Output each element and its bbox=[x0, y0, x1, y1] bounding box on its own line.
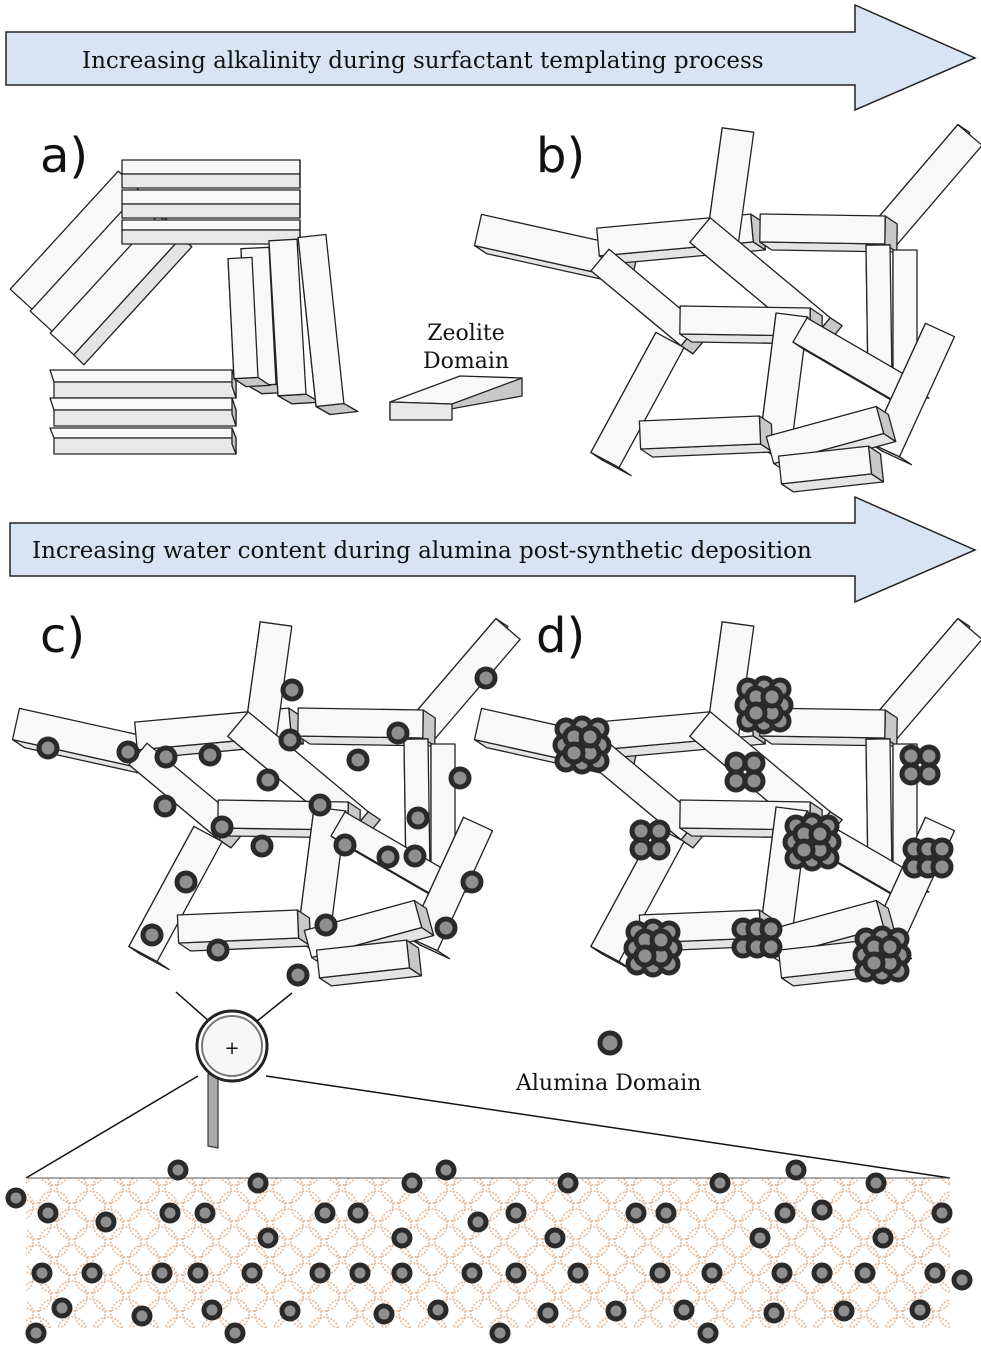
clustered-alumina-particles bbox=[552, 675, 954, 985]
alumina-domain-particle bbox=[597, 1030, 623, 1056]
svg-text:+: + bbox=[224, 1038, 239, 1059]
alumina-domain-legend: Alumina Domain bbox=[515, 1030, 701, 1096]
water-content-arrow: Increasing water content during alumina … bbox=[9, 495, 977, 604]
panel-a-stacked-zeolite bbox=[9, 159, 359, 455]
zeolite-legend-line1: Zeolite bbox=[427, 321, 504, 346]
magnifier-icon: + bbox=[25, 991, 951, 1179]
zoomed-alumina-particles bbox=[5, 1159, 973, 1344]
panel-c-network-dispersed-alumina bbox=[11, 617, 521, 987]
panel-label-c: c) bbox=[40, 608, 85, 664]
dispersed-alumina-particles bbox=[36, 666, 498, 987]
alkalinity-arrow: Increasing alkalinity during surfactant … bbox=[5, 3, 977, 112]
zeolite-domain-legend: Zeolite Domain bbox=[389, 321, 523, 421]
panel-d-network-clustered-alumina bbox=[473, 617, 981, 987]
alumina-legend-label: Alumina Domain bbox=[515, 1071, 701, 1096]
zeolite-legend-line2: Domain bbox=[423, 349, 509, 374]
zoomed-zeolite-mesh bbox=[5, 1159, 973, 1344]
panel-label-d: d) bbox=[536, 608, 585, 664]
panel-label-a: a) bbox=[40, 128, 88, 184]
alkalinity-arrow-label: Increasing alkalinity during surfactant … bbox=[82, 48, 764, 74]
water-content-arrow-label: Increasing water content during alumina … bbox=[32, 538, 812, 564]
panel-b-network bbox=[473, 123, 981, 493]
zeolite-domain-block bbox=[389, 375, 523, 421]
panel-label-b: b) bbox=[536, 128, 585, 184]
